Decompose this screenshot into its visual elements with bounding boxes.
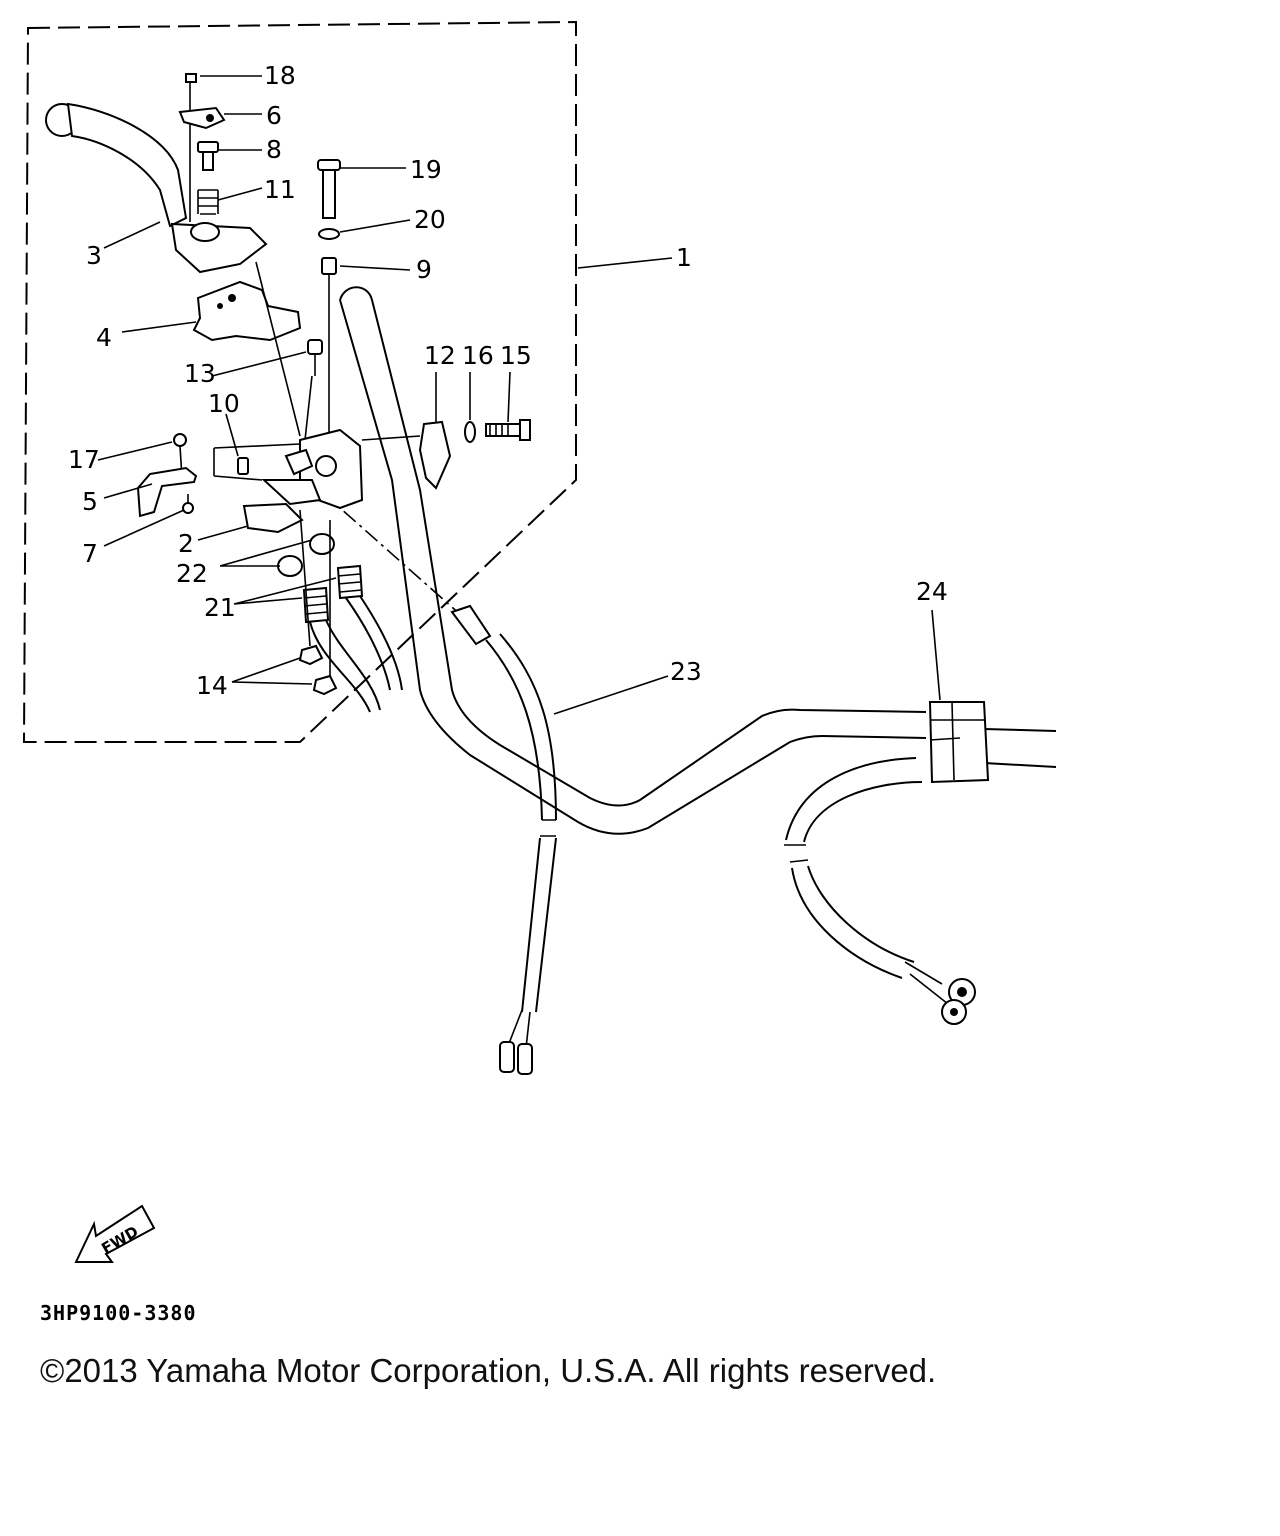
fittings-and-hoses xyxy=(277,509,403,713)
handlebar xyxy=(339,286,1057,835)
callout-9: 9 xyxy=(416,255,432,284)
callout-18: 18 xyxy=(264,61,296,90)
callout-24: 24 xyxy=(916,577,948,606)
callout-1: 1 xyxy=(676,243,692,272)
right-handlebar-switch xyxy=(784,701,990,1025)
diagram-code: 3HP9100-3380 xyxy=(40,1301,197,1325)
callout-19: 19 xyxy=(410,155,442,184)
holder-and-bolt xyxy=(418,419,531,490)
callout-6: 6 xyxy=(266,101,282,130)
callout-4: 4 xyxy=(96,323,112,352)
lever-switch-cable xyxy=(321,491,557,1075)
brake-lever xyxy=(45,102,268,274)
callout-11: 11 xyxy=(264,175,296,204)
lever-bracket xyxy=(192,261,302,437)
callout-2: 2 xyxy=(178,529,194,558)
callout-3: 3 xyxy=(86,241,102,270)
callout-5: 5 xyxy=(82,487,98,516)
callout-20: 20 xyxy=(414,205,446,234)
callout-15: 15 xyxy=(500,341,532,370)
callout-7: 7 xyxy=(82,539,98,568)
leader-lines xyxy=(97,75,941,715)
assembly-boundary xyxy=(22,20,577,743)
callout-10: 10 xyxy=(208,389,240,418)
callout-23: 23 xyxy=(670,657,702,686)
switch-parts xyxy=(136,433,249,518)
callout-16: 16 xyxy=(462,341,494,370)
callout-13: 13 xyxy=(184,359,216,388)
callout-17: 17 xyxy=(68,445,100,474)
master-cylinder-body xyxy=(213,428,421,534)
pivot-hardware xyxy=(178,73,226,222)
callout-21: 21 xyxy=(204,593,236,622)
callout-12: 12 xyxy=(424,341,456,370)
copyright-notice: ©2013 Yamaha Motor Corporation, U.S.A. A… xyxy=(40,1352,937,1389)
callout-22: 22 xyxy=(176,559,208,588)
master-cylinder-hardware xyxy=(304,159,341,441)
callout-14: 14 xyxy=(196,671,228,700)
forward-arrow-icon: FWD xyxy=(74,1204,156,1263)
callout-8: 8 xyxy=(266,135,282,164)
callout-labels: 18 6 8 11 19 20 9 1 3 4 13 12 16 15 10 1… xyxy=(68,61,948,700)
